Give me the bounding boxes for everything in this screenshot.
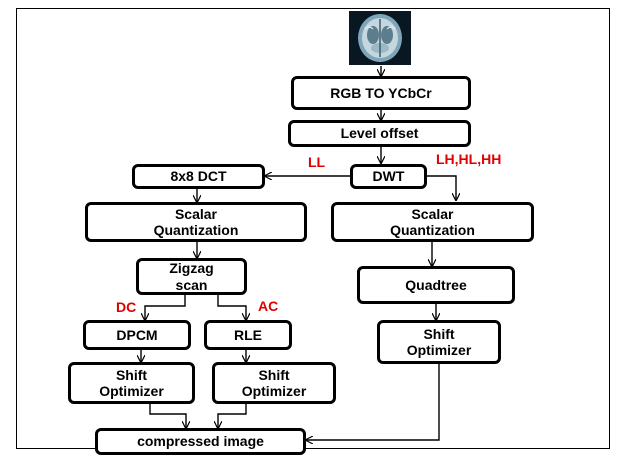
arrow-shift-right-to-output	[306, 364, 440, 440]
sq-right-line2: Quantization	[390, 222, 475, 238]
node-compressed-image: compressed image	[95, 428, 306, 455]
node-level-offset: Level offset	[288, 120, 471, 147]
arrow-zigzag-to-dpcm	[145, 294, 186, 320]
node-dwt: DWT	[350, 164, 427, 189]
node-8x8-dct-label: 8x8 DCT	[170, 168, 227, 185]
shift-left-line2: Optimizer	[99, 383, 164, 399]
node-compressed-image-label: compressed image	[137, 433, 264, 450]
zigzag-line2: scan	[175, 276, 208, 293]
sq-left-line1: Scalar	[174, 205, 218, 222]
node-8x8-dct: 8x8 DCT	[132, 164, 265, 189]
node-level-offset-label: Level offset	[340, 125, 419, 142]
shift-right-line2: Optimizer	[406, 342, 472, 358]
node-scalar-quantization-right: Scalar Quantization	[331, 202, 534, 242]
node-dpcm: DPCM	[83, 320, 191, 350]
arrow-shift-mid-to-output	[218, 404, 247, 428]
node-rle: RLE	[204, 320, 292, 350]
diagram-frame	[16, 8, 610, 449]
node-dpcm-label: DPCM	[116, 326, 158, 343]
shift-mid-line2: Optimizer	[241, 383, 307, 399]
node-shift-optimizer-left: Shift Optimizer	[68, 362, 195, 404]
node-rgb-to-ycbcr: RGB TO YCbCr	[291, 76, 471, 110]
node-dwt-label: DWT	[372, 168, 405, 185]
shift-left-line1: Shift	[115, 366, 148, 383]
shift-right-line1: Shift	[423, 325, 455, 342]
node-quadtree-label: Quadtree	[405, 276, 467, 293]
label-dc: DC	[116, 299, 137, 315]
zigzag-line1: Zigzag	[169, 260, 214, 277]
label-lh-hl-hh: LH,HL,HH	[436, 151, 502, 167]
sq-right-line1: Scalar	[411, 205, 454, 222]
node-rle-label: RLE	[234, 326, 262, 343]
node-quadtree: Quadtree	[357, 266, 515, 304]
node-zigzag-scan: Zigzag scan	[136, 258, 247, 295]
node-rgb-to-ycbcr-label: RGB TO YCbCr	[330, 84, 432, 101]
shift-mid-line1: Shift	[258, 366, 290, 383]
arrow-dwt-to-right-branch	[427, 175, 456, 200]
node-shift-optimizer-mid: Shift Optimizer	[212, 362, 336, 404]
arrow-zigzag-to-rle	[217, 294, 246, 320]
sq-left-line2: Quantization	[153, 222, 239, 238]
label-ac: AC	[258, 298, 279, 314]
label-ll: LL	[308, 154, 326, 170]
node-scalar-quantization-left: Scalar Quantization	[85, 202, 307, 242]
node-shift-optimizer-right: Shift Optimizer	[377, 320, 501, 364]
arrow-shift-left-to-output	[149, 404, 186, 428]
brain-mri-scan-icon	[349, 11, 411, 65]
